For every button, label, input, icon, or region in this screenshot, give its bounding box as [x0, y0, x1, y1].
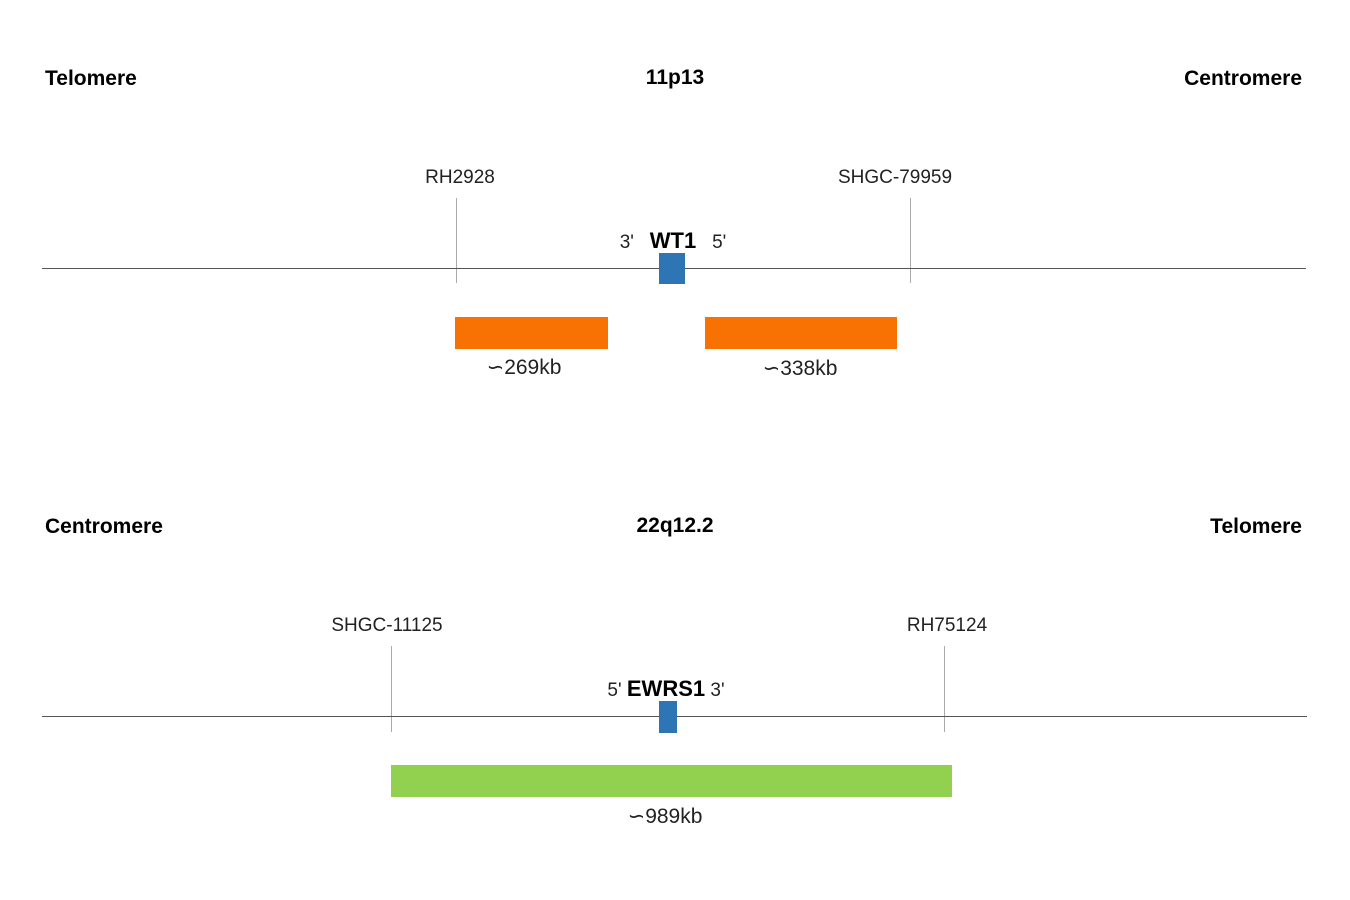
left-end-label: Telomere	[45, 67, 137, 90]
marker-line-shgc-11125	[391, 646, 392, 732]
marker-label-shgc-79959: SHGC-79959	[837, 167, 953, 188]
marker-label-rh75124: RH75124	[906, 615, 988, 636]
gene-label-ewrs1: 5' EWRS1 3'	[607, 676, 724, 702]
gene-right-end: 5'	[712, 232, 727, 253]
region-bar-338kb	[705, 317, 897, 349]
region-bar-269kb	[455, 317, 608, 349]
band-label: 11p13	[645, 66, 705, 89]
band-label: 22q12.2	[636, 514, 714, 537]
region-bar-989kb	[391, 765, 952, 797]
region-size-989kb: ∽989kb	[627, 805, 703, 828]
gene-box-ewrs1	[659, 701, 677, 733]
marker-line-shgc-79959	[910, 198, 911, 283]
gene-left-end: 5'	[607, 680, 622, 701]
marker-line-rh75124	[944, 646, 945, 732]
right-end-label: Telomere	[1210, 515, 1302, 538]
gene-box-wt1	[659, 253, 685, 284]
marker-line-rh2928	[456, 198, 457, 283]
gene-left-end: 3'	[619, 232, 634, 253]
gene-name: WT1	[649, 228, 697, 253]
gene-right-end: 3'	[710, 680, 725, 701]
marker-label-rh2928: RH2928	[425, 167, 495, 188]
gene-label-wt1: 3' WT1 5'	[620, 228, 727, 254]
marker-label-shgc-11125: SHGC-11125	[331, 615, 443, 636]
left-end-label: Centromere	[45, 515, 163, 538]
region-size-338kb: ∽338kb	[762, 357, 838, 380]
gene-name: EWRS1	[626, 676, 706, 701]
right-end-label: Centromere	[1184, 67, 1302, 90]
region-size-269kb: ∽269kb	[486, 356, 562, 379]
